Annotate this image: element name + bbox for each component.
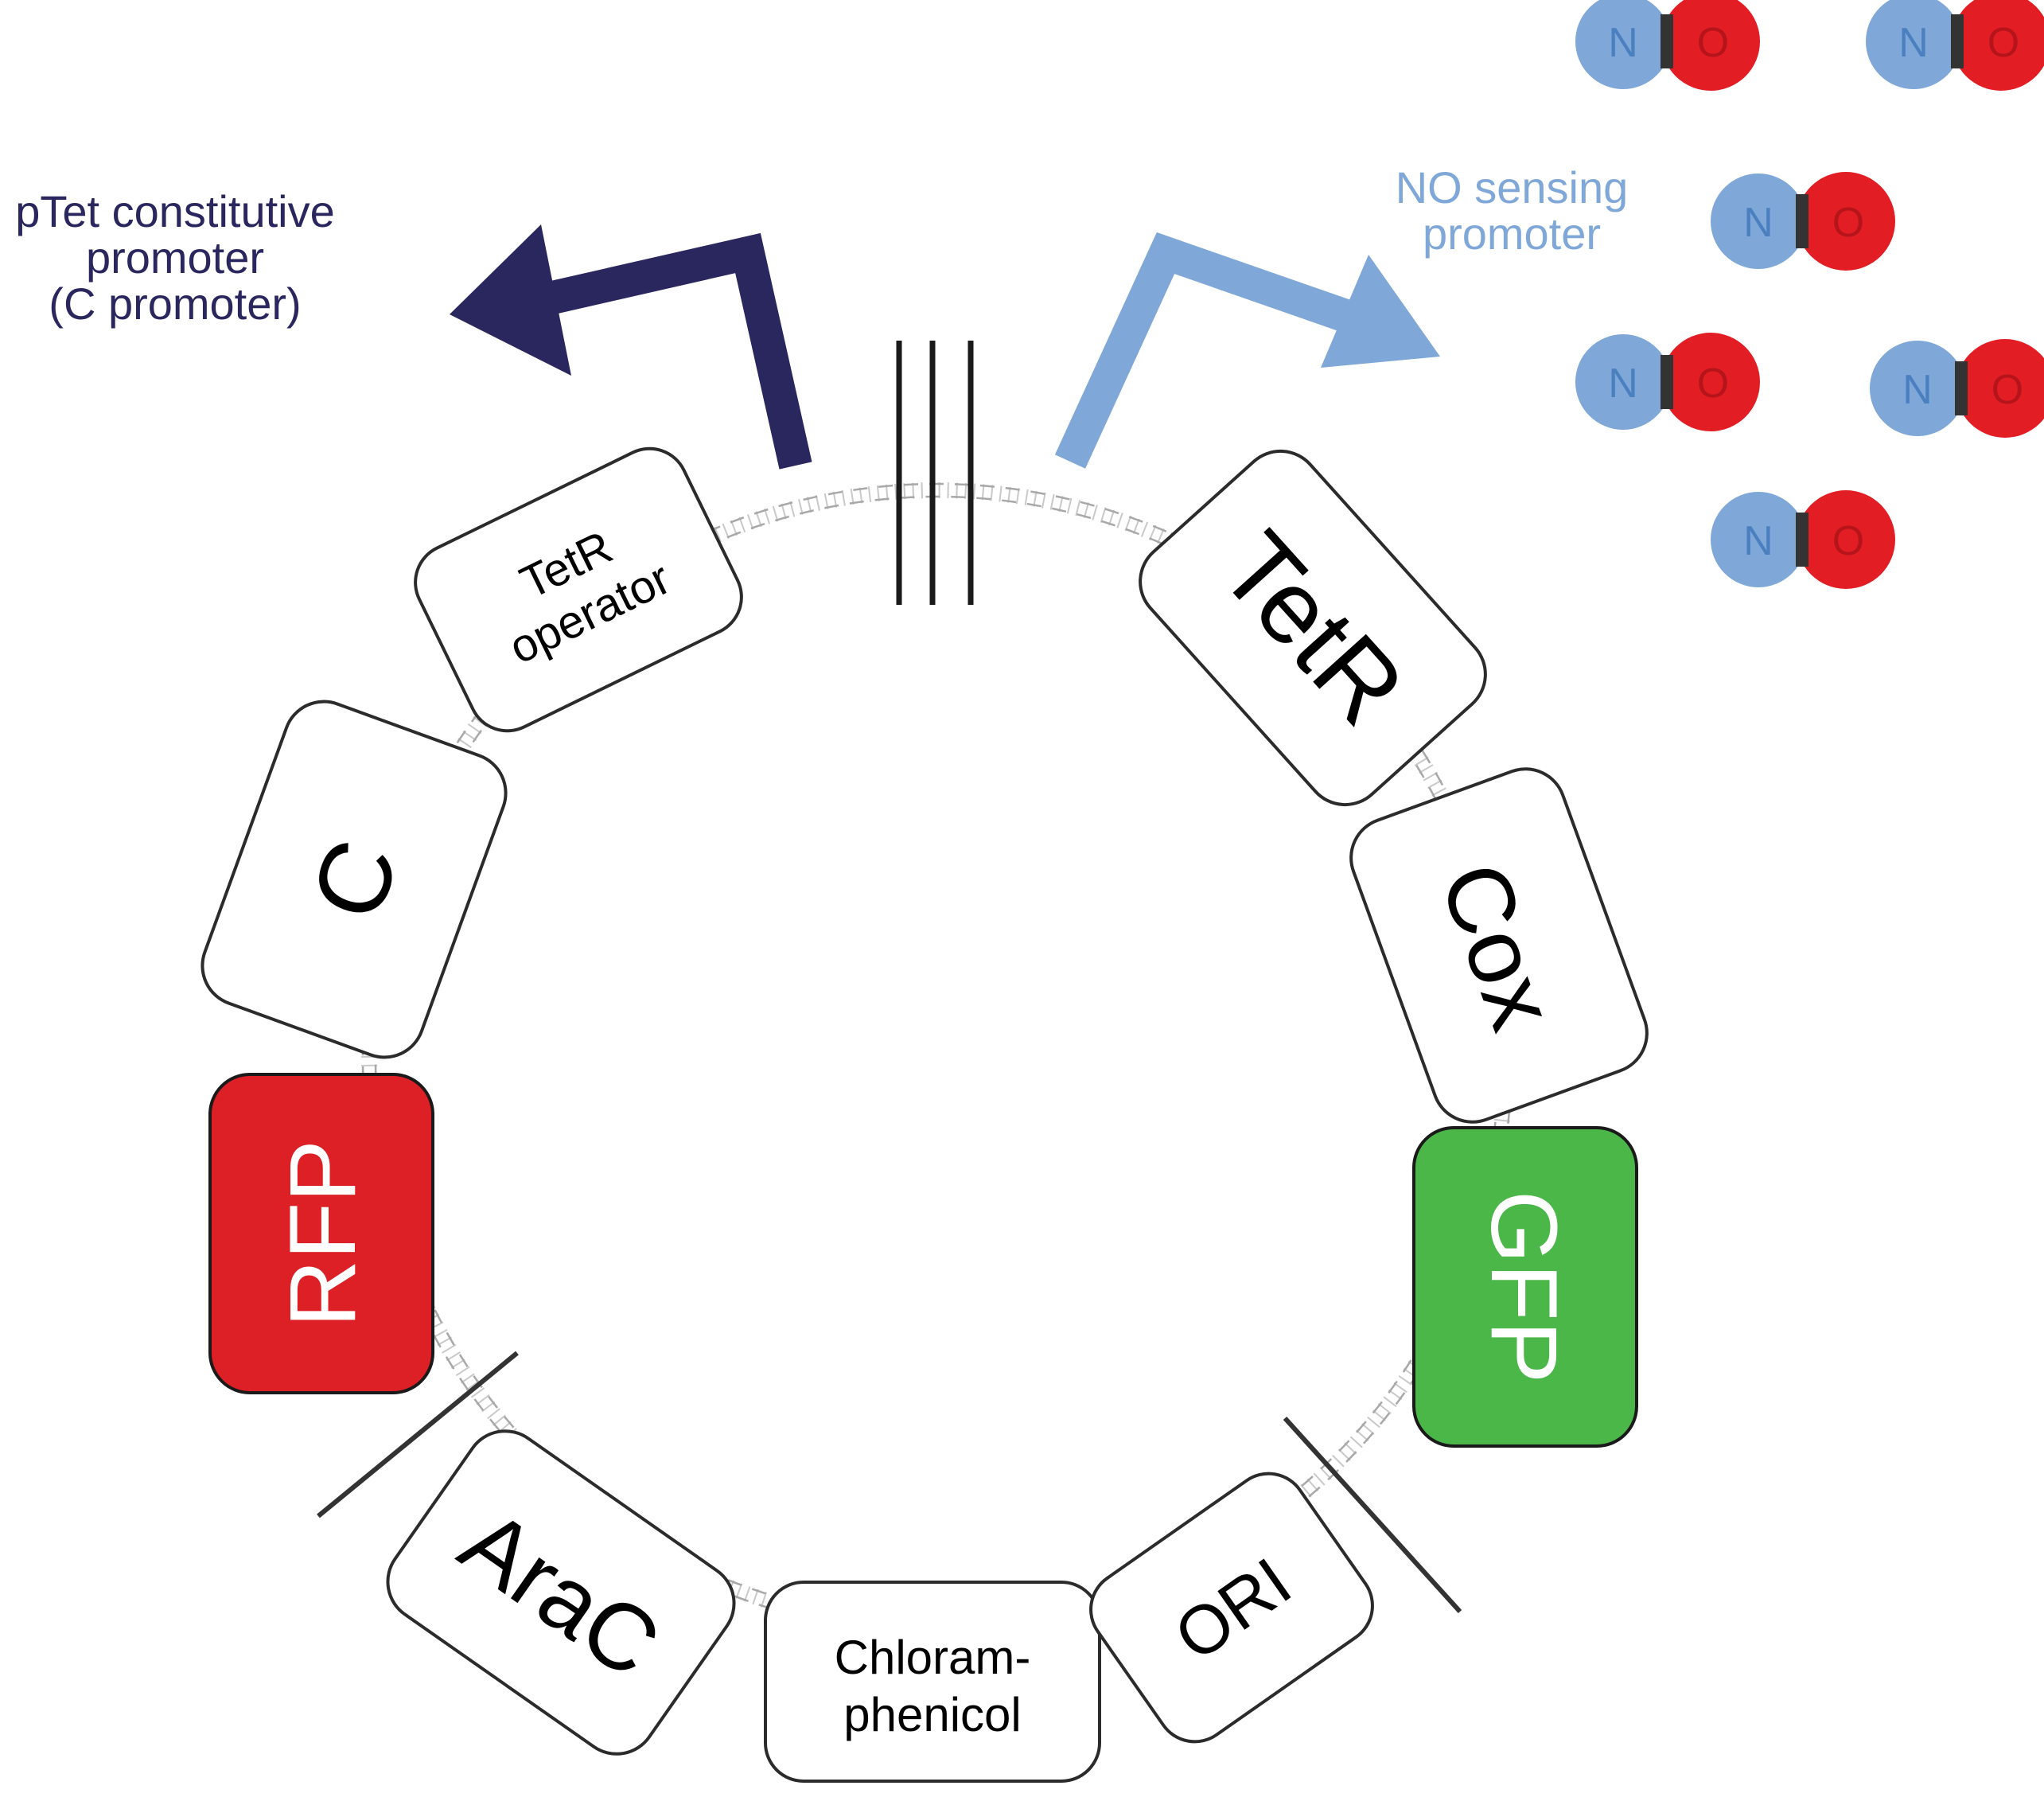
nitrogen-atom [1870,341,1965,436]
no-label-line1: NO sensing [1396,162,1629,212]
nitrogen-label: N [1902,367,1933,413]
no-promoter-arrow [1054,232,1440,469]
bond [1955,361,1968,415]
oxygen-atom [1661,333,1760,431]
nitrogen-atom [1711,173,1806,269]
bond [1661,14,1673,68]
oxygen-atom [1797,172,1895,271]
bond [1796,194,1808,248]
ptet-label-line3: (C promoter) [49,279,301,329]
part-ori: ORI [1089,1472,1374,1744]
no-label-line2: promoter [1423,209,1601,259]
ptet-promoter-arrow [450,224,812,470]
part-gfp-label: GFP [1471,1191,1576,1384]
bond [1951,14,1964,68]
separator-line-right [1283,1416,1462,1614]
part-c: C [201,700,508,1059]
oxygen-atom [1952,0,2044,91]
oxygen-label: O [1832,200,1864,246]
oxygen-label: O [1832,518,1864,564]
separator-line-left [317,1351,519,1518]
part-arac: AraC [386,1429,736,1756]
oxygen-atom [1661,0,1760,91]
nitrogen-label: N [1608,20,1638,66]
oxygen-atom [1797,490,1895,589]
oxygen-label: O [1697,20,1729,66]
oxygen-atom [1956,339,2044,438]
oxygen-label: O [1988,20,2019,66]
nitrogen-atom [1866,0,1961,89]
bond [1661,355,1673,409]
oxygen-label: O [1697,361,1729,407]
nitrogen-atom [1575,334,1671,430]
nitrogen-label: N [1608,361,1638,407]
part-tetr-operator: TetR operator [414,446,743,733]
nitrogen-atom [1575,0,1671,89]
part-cox: Cox [1349,767,1649,1124]
part-chloram-line2: phenicol [843,1688,1022,1741]
ptet-label-line2: promoter [86,232,264,283]
part-gfp: GFP [1412,1126,1638,1448]
ptet-label-line1: pTet constitutive [15,186,335,236]
part-tetr: TetR [1139,449,1487,807]
bond [1796,513,1808,567]
part-chloram-line1: Chloram- [835,1631,1031,1684]
part-rfp-label: RFP [271,1140,376,1327]
nitrogen-atom [1711,492,1806,587]
nitrogen-label: N [1898,20,1929,66]
terminator-top [896,341,974,605]
nitrogen-label: N [1743,518,1773,564]
oxygen-label: O [1991,367,2023,413]
part-rfp: RFP [208,1073,434,1394]
part-chloramphenicol: Chloram- phenicol [764,1581,1101,1783]
nitrogen-label: N [1743,200,1773,246]
